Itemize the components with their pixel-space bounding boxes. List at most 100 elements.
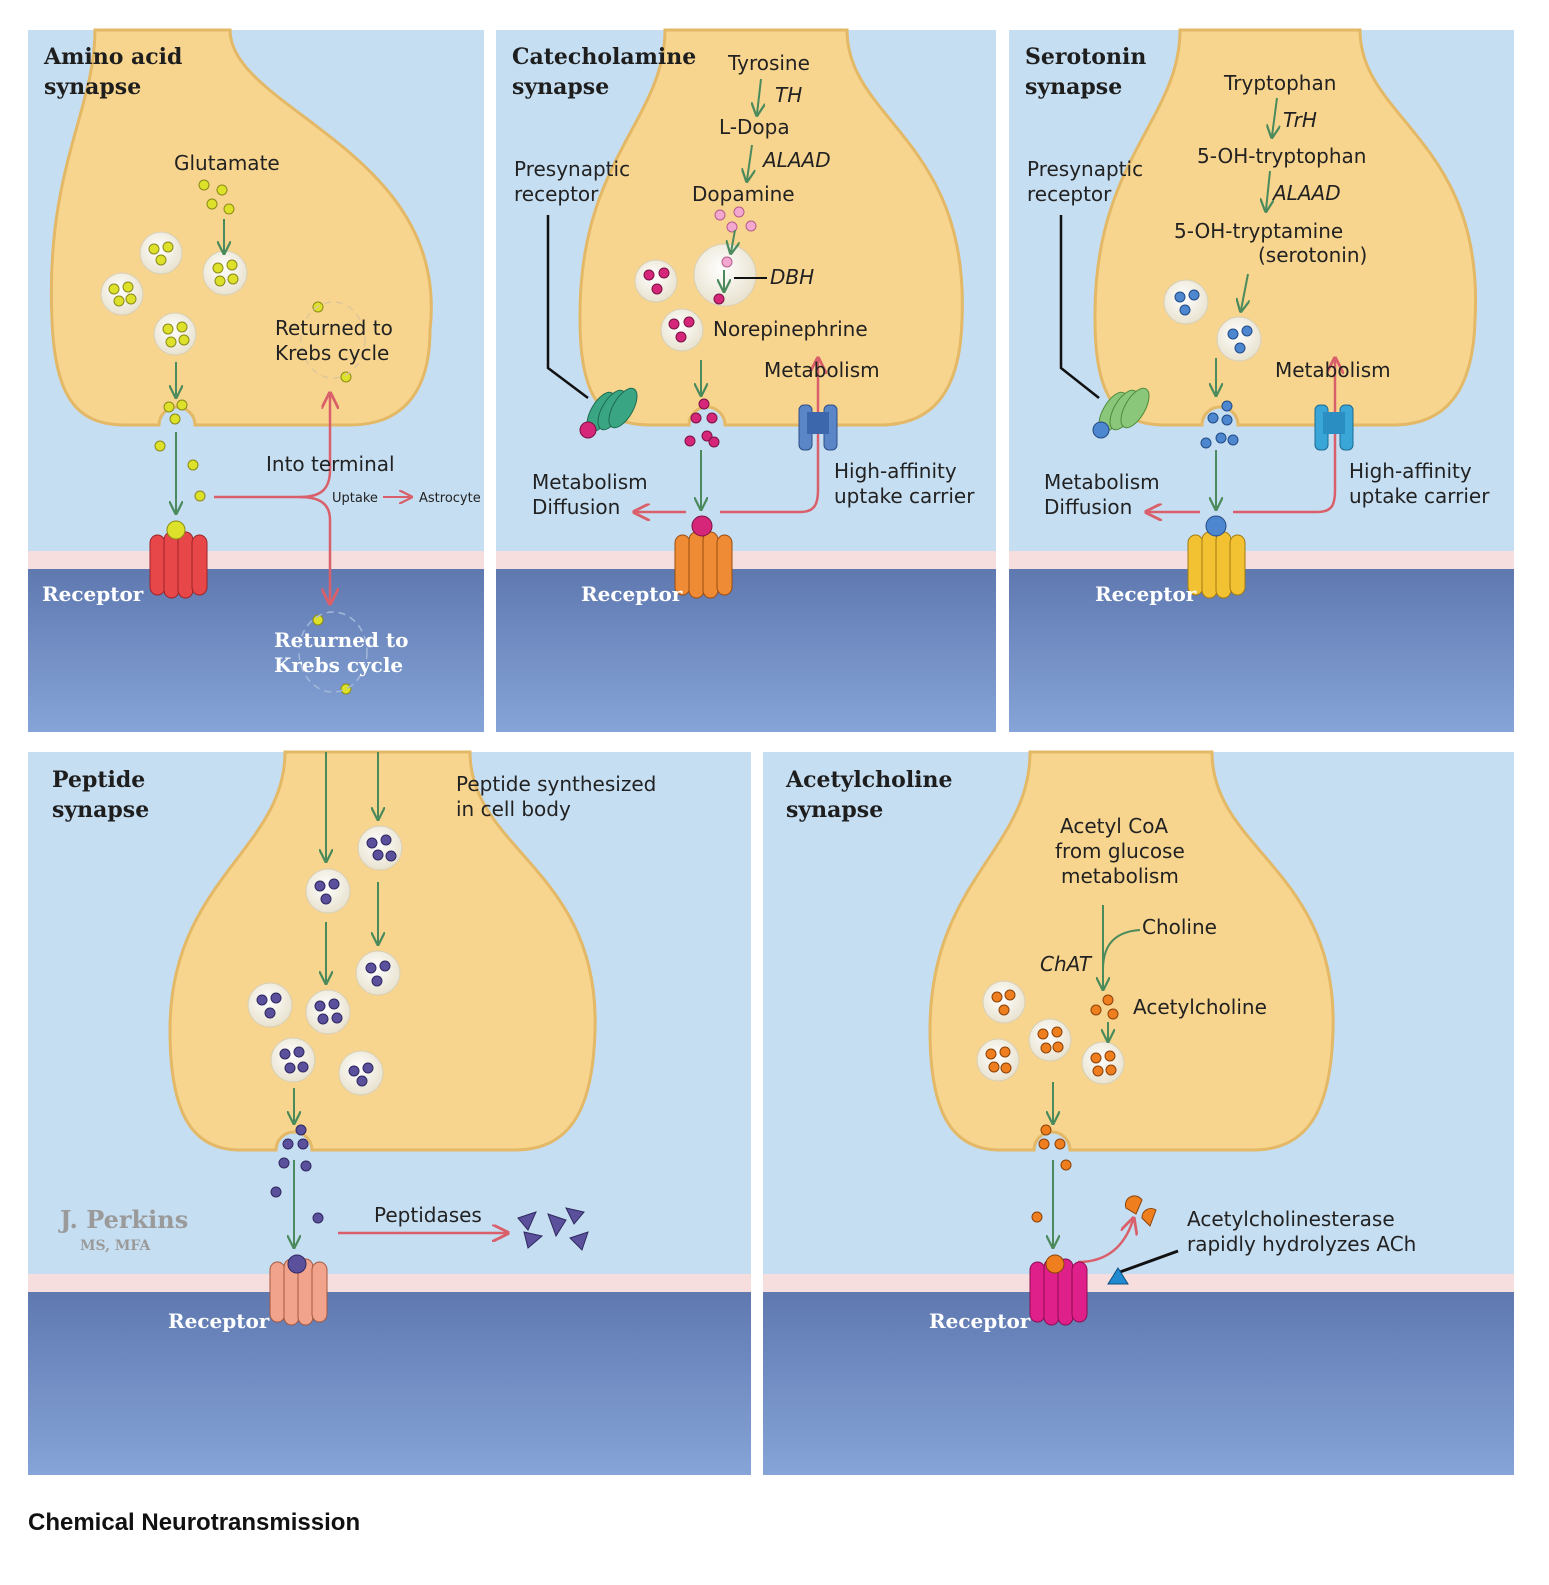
metabolism-label: Metabolism	[764, 358, 880, 382]
peptide-molecules	[256, 834, 397, 1224]
krebs-cycle-upper-icon	[300, 301, 366, 379]
postsynaptic-membrane	[28, 551, 484, 569]
uptake-label: Uptake	[332, 491, 378, 506]
receptor-acetylcholine	[1029, 1254, 1088, 1326]
peptide-synthesis-label: in cell body	[456, 797, 571, 821]
acetylcholine-label: Acetylcholine	[1133, 995, 1267, 1019]
enzyme-label: ALAAD	[1271, 181, 1341, 205]
receptor-catecholamine	[674, 515, 733, 599]
postsynaptic-neuron	[1009, 569, 1514, 732]
postsynaptic-membrane	[763, 1274, 1514, 1292]
peptide-synthesis-label: Peptide synthesized	[456, 772, 656, 796]
panel-title: Peptide	[52, 767, 145, 793]
panel-title: synapse	[512, 74, 609, 100]
acetylcholinesterase-label: rapidly hydrolyzes ACh	[1187, 1232, 1416, 1256]
astrocyte-label: Astrocyte	[419, 491, 481, 506]
acetylcholinesterase-icon	[1107, 1267, 1129, 1285]
receptor-label: Receptor	[42, 582, 144, 606]
hydrolysis-arrow	[1077, 1220, 1133, 1264]
receptor-label: Receptor	[929, 1309, 1031, 1333]
panel-acetylcholine: Acetylcholine synapse Acetyl CoA from gl…	[763, 750, 1514, 1475]
receptor-label: Receptor	[1095, 582, 1197, 606]
receptor-label: Receptor	[581, 582, 683, 606]
acetyl-coa-label: from glucose	[1055, 839, 1185, 863]
green-arrow	[1241, 273, 1248, 310]
returned-label: Returned to	[274, 628, 408, 652]
green-arrow	[1272, 97, 1277, 136]
green-arrow	[747, 144, 752, 180]
postsynaptic-neuron	[28, 1292, 751, 1475]
into-terminal-label: Into terminal	[266, 452, 395, 476]
choline-acetate-fragments	[1124, 1195, 1157, 1227]
metabolism-diffusion-label: Diffusion	[1044, 495, 1132, 519]
presynaptic-receptor	[1092, 387, 1150, 439]
panel-catecholamine: Catecholamine synapse Tyrosine TH L-Dopa…	[496, 28, 996, 732]
receptor-amino	[149, 520, 208, 599]
panel-serotonin: Serotonin synapse Tryptophan TrH 5-OH-tr…	[1009, 28, 1514, 732]
vesicle	[634, 259, 678, 303]
glutamate-label: Glutamate	[174, 151, 280, 175]
panel-title: synapse	[44, 74, 141, 100]
postsynaptic-membrane	[496, 551, 996, 569]
uptake-carrier-label: High-affinity	[834, 459, 957, 483]
panel-title: synapse	[1025, 74, 1122, 100]
enzyme-label: TrH	[1283, 108, 1317, 132]
uptake-carrier-label: uptake carrier	[1349, 484, 1490, 508]
peptide-fragments	[517, 1207, 589, 1251]
astrocyte-arrow	[299, 495, 330, 602]
choline-arrow	[1102, 929, 1141, 971]
green-arrow	[757, 78, 761, 114]
metabolism-diffusion-label: Diffusion	[532, 495, 620, 519]
postsynaptic-membrane	[1009, 551, 1514, 569]
presynaptic-receptor-label: Presynaptic	[1027, 157, 1143, 181]
metabolism-label: Metabolism	[1275, 358, 1391, 382]
enzyme-label: TH	[775, 83, 802, 107]
presynaptic-terminal	[49, 28, 433, 427]
vesicle	[1216, 316, 1262, 362]
dopamine-label: Dopamine	[692, 182, 795, 206]
uptake-carrier-label: High-affinity	[1349, 459, 1472, 483]
oh-tryptophan-label: 5-OH-tryptophan	[1197, 144, 1366, 168]
presynaptic-pointer	[1059, 215, 1100, 399]
returned-label: Krebs cycle	[275, 341, 389, 365]
presynaptic-receptor-label: receptor	[514, 182, 599, 206]
panel-peptide: Peptide synapse Peptide synthesized in c…	[28, 750, 751, 1475]
ache-pointer	[1119, 1249, 1179, 1274]
oh-tryptamine-label: 5-OH-tryptamine	[1174, 219, 1343, 243]
serotonin-molecules	[1174, 289, 1253, 449]
artist-credentials: MS, MFA	[80, 1238, 151, 1254]
enzyme-label: ALAAD	[761, 148, 831, 172]
peptidases-label: Peptidases	[374, 1203, 482, 1227]
panel-title: Acetylcholine	[785, 767, 953, 793]
acetylcholine-molecules	[985, 989, 1119, 1223]
glutamate-molecules	[108, 179, 352, 695]
metabolism-diffusion-label: Metabolism	[532, 470, 648, 494]
norepinephrine-label: Norepinephrine	[713, 317, 868, 341]
green-arrow	[731, 229, 735, 252]
uptake-carrier-label: uptake carrier	[834, 484, 975, 508]
enzyme-label: ChAT	[1040, 952, 1093, 976]
krebs-cycle-lower-icon	[298, 611, 368, 693]
uptake-carrier	[798, 404, 838, 451]
postsynaptic-neuron	[28, 569, 484, 732]
presynaptic-terminal	[928, 750, 1335, 1152]
receptor-peptide	[269, 1254, 328, 1326]
enzyme-label: DBH	[770, 265, 814, 289]
panel-title: synapse	[786, 797, 883, 823]
panel-title: synapse	[52, 797, 149, 823]
panel-amino-acid: Amino acid synapse Glutamate Returned to…	[28, 28, 484, 732]
choline-label: Choline	[1142, 915, 1217, 939]
serotonin-label: (serotonin)	[1258, 243, 1367, 267]
green-arrow	[1266, 170, 1270, 210]
postsynaptic-neuron	[496, 569, 996, 732]
uptake-carrier	[1314, 404, 1354, 451]
vesicle	[660, 308, 704, 352]
presynaptic-receptor-label: receptor	[1027, 182, 1112, 206]
returned-label: Returned to	[275, 316, 393, 340]
acetyl-coa-label: Acetyl CoA	[1060, 814, 1168, 838]
acetyl-coa-label: metabolism	[1061, 864, 1179, 888]
dopamine-molecules	[714, 206, 757, 268]
artist-signature: J. Perkins	[58, 1205, 188, 1234]
presynaptic-receptor	[579, 387, 638, 439]
acetylcholinesterase-label: Acetylcholinesterase	[1187, 1207, 1395, 1231]
